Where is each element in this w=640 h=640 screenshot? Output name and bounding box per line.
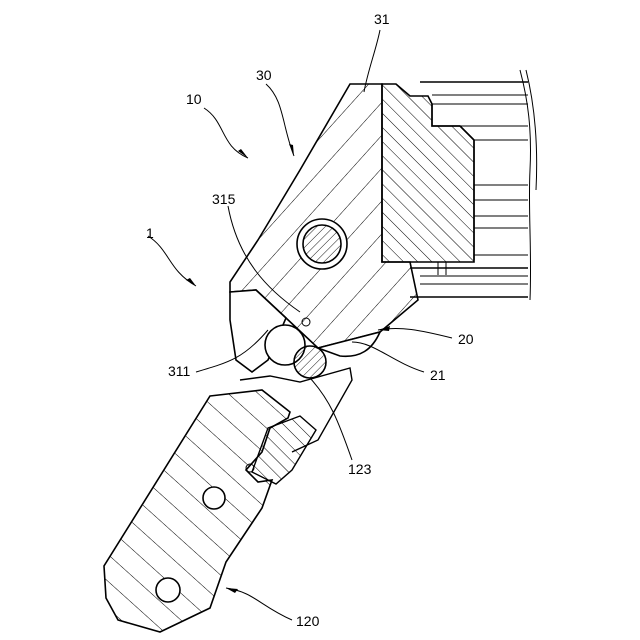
- label-123: 123: [348, 461, 372, 477]
- label-30: 30: [256, 67, 272, 83]
- label-311: 311: [168, 363, 191, 379]
- label-1: 1: [146, 225, 154, 241]
- rod-pin: [297, 219, 347, 269]
- label-120: 120: [296, 613, 320, 629]
- ball-123: [294, 346, 326, 378]
- label-21: 21: [430, 367, 446, 383]
- member-120: [104, 390, 316, 632]
- label-31: 31: [374, 11, 390, 27]
- label-315: 315: [212, 191, 236, 207]
- label-20: 20: [458, 331, 474, 347]
- insert-31: [382, 84, 474, 262]
- label-10: 10: [186, 91, 202, 107]
